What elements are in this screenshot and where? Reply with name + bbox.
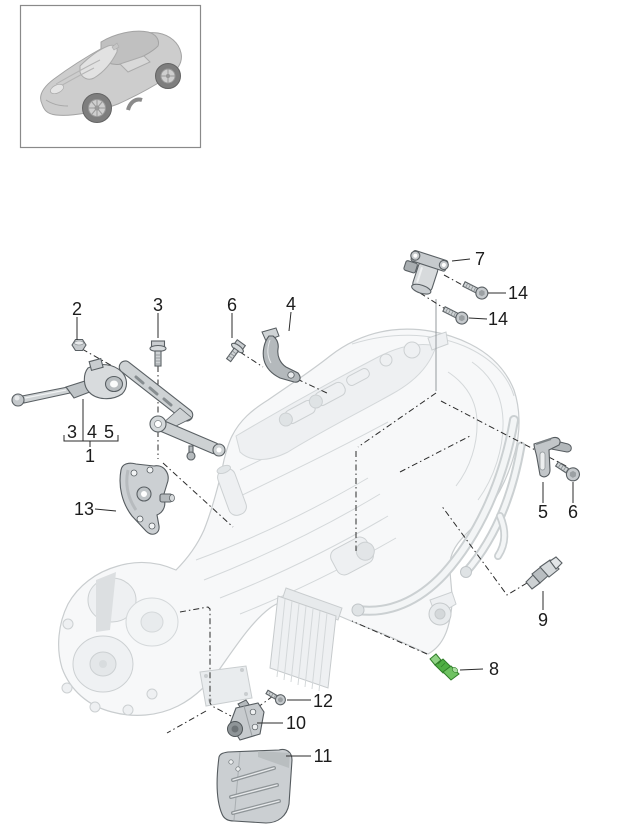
part-6-left-bolt [225, 339, 247, 363]
part-2-nut [71, 338, 87, 352]
callout-9[interactable]: 9 [538, 610, 548, 630]
callout-4[interactable]: 4 [286, 294, 296, 314]
callout-11[interactable]: 11 [314, 746, 333, 766]
part-14-lower-bolt [442, 306, 469, 325]
part-14-upper-bolt [462, 281, 489, 300]
callout-group-5[interactable]: 5 [104, 422, 114, 442]
callout-14-upper[interactable]: 14 [508, 283, 528, 303]
part-7-actuator [403, 249, 449, 295]
part-12-bolt [265, 689, 286, 706]
callout-group-3[interactable]: 3 [67, 422, 77, 442]
callout-6-left[interactable]: 6 [227, 295, 237, 315]
callout-labels: 2 3 6 4 7 14 14 5 6 9 8 12 10 11 13 3 4 … [67, 249, 578, 766]
transmission-illustration [58, 299, 526, 716]
callout-14-lower[interactable]: 14 [488, 309, 508, 329]
callout-10[interactable]: 10 [286, 713, 306, 733]
part-6-right-bolt [554, 461, 580, 482]
car-thumbnail-box [19, 4, 202, 149]
sports-car-icon [40, 30, 182, 123]
callout-1[interactable]: 1 [85, 446, 95, 466]
callout-group-4[interactable]: 4 [87, 422, 97, 442]
callout-7[interactable]: 7 [475, 249, 485, 269]
callout-leader-lines [63, 258, 574, 757]
part-13-bracket [119, 462, 175, 535]
callout-2[interactable]: 2 [72, 299, 82, 319]
callout-8[interactable]: 8 [489, 659, 499, 679]
callout-5[interactable]: 5 [538, 502, 548, 522]
callout-3[interactable]: 3 [153, 295, 163, 315]
callout-12[interactable]: 12 [313, 691, 333, 711]
part-5-bracket [533, 436, 572, 478]
part-1-shift-linkage [11, 357, 226, 461]
part-9-sensor [525, 556, 563, 590]
part-4-bracket [261, 327, 301, 383]
part-3-bolt [149, 340, 167, 367]
callout-13[interactable]: 13 [74, 499, 94, 519]
part-11-cover-plate [216, 748, 293, 824]
callout-6-right[interactable]: 6 [568, 502, 578, 522]
part-10-holder [227, 699, 265, 741]
part-8-switch-highlighted[interactable] [429, 653, 460, 681]
